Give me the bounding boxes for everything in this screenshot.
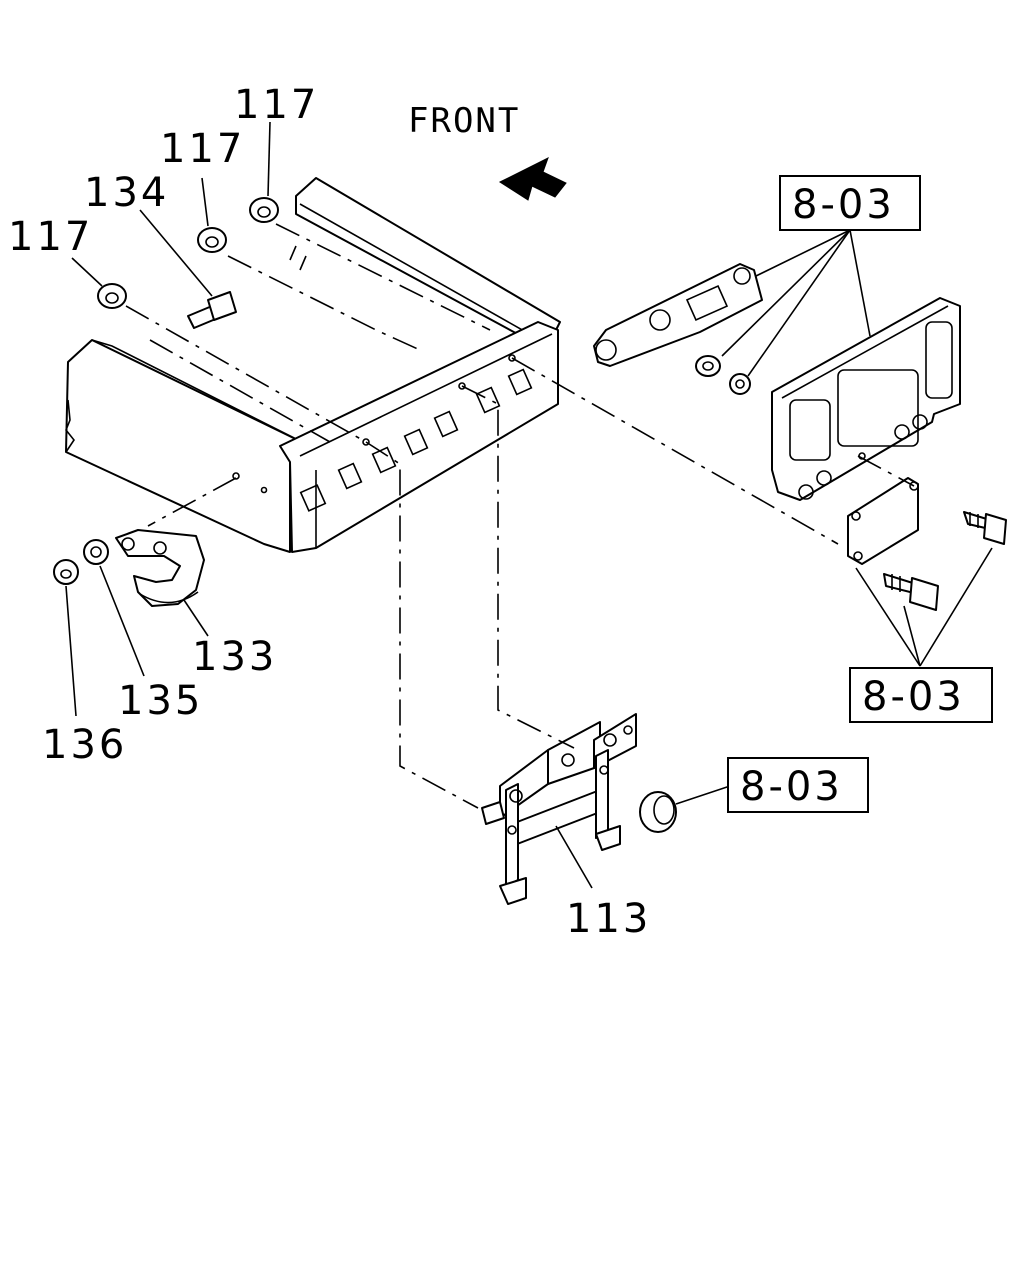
bolt-upper	[963, 511, 1007, 545]
bush	[695, 355, 721, 377]
ref-box-1: 8-03	[779, 175, 921, 231]
ref-box-2: 8-03	[849, 667, 993, 723]
callout-117-a: 117	[8, 214, 93, 260]
ref-label-2: 8-03	[862, 674, 965, 720]
callout-113: 113	[566, 896, 651, 942]
washer-135	[83, 539, 109, 565]
frame-assembly	[65, 177, 561, 553]
nut-136	[53, 559, 79, 585]
callout-134: 134	[84, 170, 169, 216]
front-arrow-icon	[498, 156, 567, 201]
callout-117-b: 117	[160, 126, 245, 172]
washer	[729, 373, 751, 395]
leader-lines	[65, 121, 993, 889]
cap-grommet	[639, 791, 677, 833]
nut-117-b	[197, 227, 227, 253]
ref-box-3: 8-03	[727, 757, 869, 813]
nut-117-a	[97, 283, 127, 309]
step-bracket-113	[481, 713, 637, 905]
ref-label-1: 8-03	[792, 182, 895, 228]
callout-117-c: 117	[234, 82, 319, 128]
tow-hook-133	[115, 529, 205, 607]
mount-plate	[847, 477, 919, 565]
front-label: FRONT	[408, 101, 520, 141]
callout-133: 133	[192, 634, 277, 680]
upper-bracket	[593, 263, 763, 367]
alignment-lines	[125, 223, 915, 809]
callout-135: 135	[118, 678, 203, 724]
rear-lamp-housing	[771, 297, 961, 501]
bolt-lower	[883, 573, 939, 611]
bolt-134	[187, 291, 237, 329]
callout-136: 136	[42, 722, 127, 768]
ref-label-3: 8-03	[740, 764, 843, 810]
nut-117-c	[249, 197, 279, 223]
